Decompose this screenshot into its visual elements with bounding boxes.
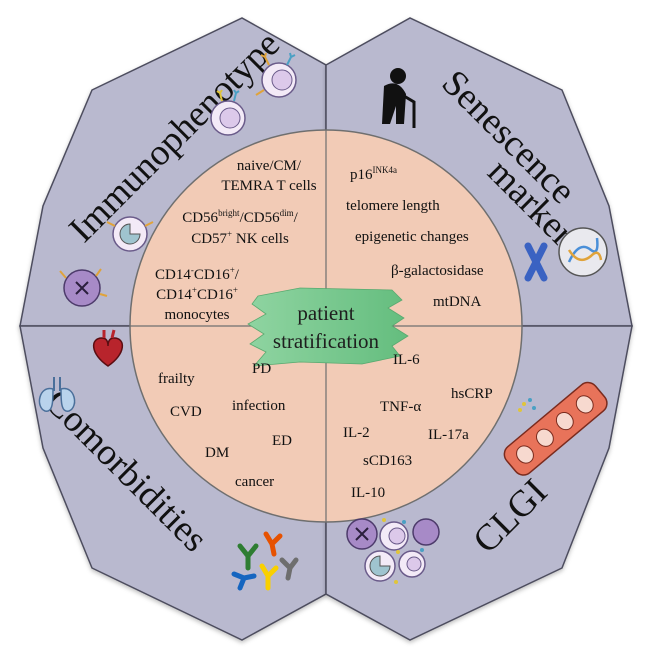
item-frailty: frailty — [158, 371, 195, 387]
t-cell-icon — [255, 52, 297, 98]
item-mtdna: mtDNA — [433, 294, 482, 310]
item-il6: IL-6 — [393, 352, 420, 368]
item-nk-line2: CD57+ NK cells — [191, 229, 289, 247]
item-monocytes: monocytes — [165, 307, 230, 323]
item-mono-line1: CD14-CD16+/ — [155, 265, 240, 283]
elderly-person-icon — [382, 68, 416, 128]
bacteria-dots-icon — [518, 398, 536, 412]
dna-zoom-icon — [558, 227, 608, 277]
lungs-icon — [38, 377, 76, 412]
antibodies-icon — [231, 531, 299, 591]
center-label-cloud: patient stratification — [247, 287, 409, 367]
chromosome-icon — [524, 242, 548, 282]
center-label-line2: stratification — [273, 329, 380, 353]
epithelial-cells-icon — [503, 381, 608, 476]
item-cvd: CVD — [170, 404, 202, 420]
center-label-line1: patient — [297, 301, 354, 325]
item-dm: DM — [205, 445, 229, 461]
item-p16: p16INK4a — [350, 165, 397, 183]
item-tnf: TNF-α — [380, 399, 421, 415]
item-infection: infection — [232, 398, 286, 414]
item-il17a: IL-17a — [428, 427, 469, 443]
item-nk-line1: CD56bright/CD56dim/ — [182, 208, 298, 226]
immune-cells-icon — [346, 518, 440, 584]
monocyte-icon — [59, 268, 108, 307]
item-mono-line2: CD14+CD16+ — [156, 285, 238, 303]
item-temra: TEMRA T cells — [221, 178, 316, 194]
heart-icon — [93, 329, 123, 367]
nk-cell-icon-upper — [210, 89, 246, 136]
item-epigenetic: epigenetic changes — [355, 229, 469, 245]
item-ed: ED — [272, 433, 292, 449]
item-telomere: telomere length — [346, 198, 440, 214]
item-il2: IL-2 — [343, 425, 370, 441]
item-il10: IL-10 — [351, 485, 385, 501]
nk-cell-icon — [106, 216, 154, 252]
item-cancer: cancer — [235, 474, 274, 490]
item-scd163: sCD163 — [363, 453, 412, 469]
item-pd: PD — [252, 361, 271, 377]
item-hscrp: hsCRP — [451, 386, 493, 402]
item-beta-gal: β-galactosidase — [391, 263, 484, 279]
item-naive-cm: naive/CM/ — [237, 158, 302, 174]
